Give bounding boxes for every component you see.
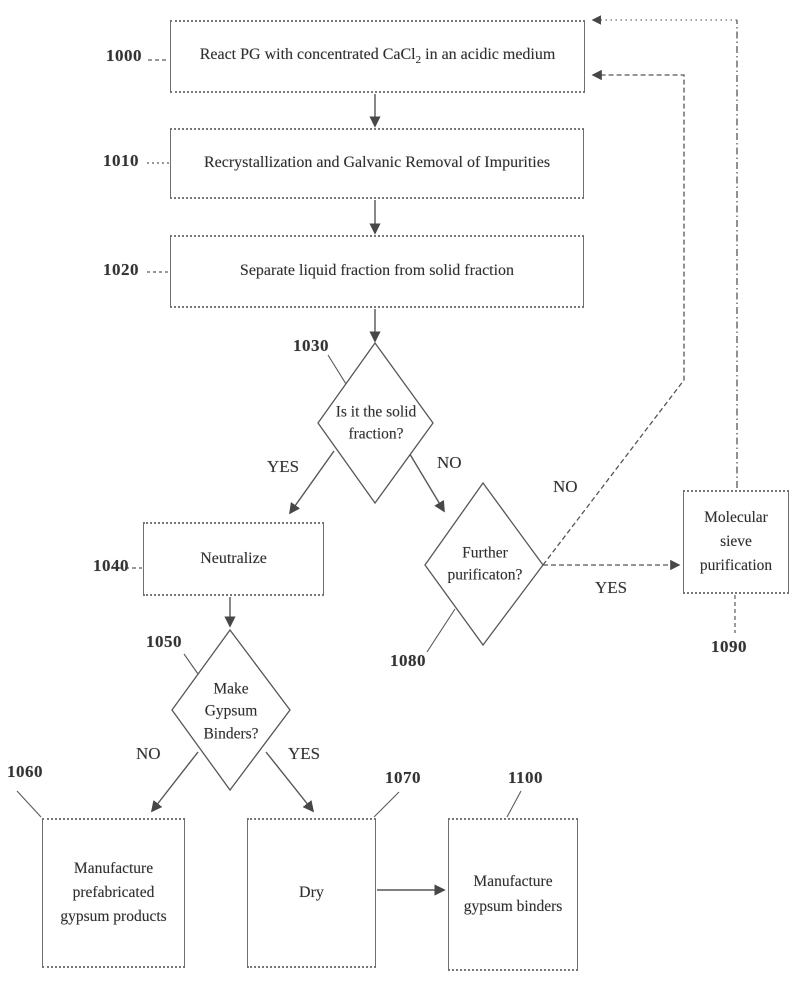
step-1100-box: Manufacture gypsum binders xyxy=(448,818,578,971)
leader-1060 xyxy=(16,790,42,818)
decision-1080-diamond xyxy=(424,481,544,647)
ref-1050-label: 1050 xyxy=(146,632,182,651)
step-1070-box: Dry xyxy=(247,818,376,968)
ref-1000-label: 1000 xyxy=(106,46,142,65)
step-1060-label: Manufacture prefabricated gypsum product… xyxy=(60,859,167,925)
ref-1090-label: 1090 xyxy=(711,637,747,656)
decision-1050-label: Make Gypsum Binders? xyxy=(203,680,259,743)
arrow-1080-no-to-1000 xyxy=(542,69,685,566)
step-1100-label: Manufacture gypsum binders xyxy=(463,873,563,915)
arrow-1030-yes-to-1040 xyxy=(289,450,335,515)
step-1020-label: Separate liquid fraction from solid frac… xyxy=(239,262,515,280)
ref-1100-label: 1100 xyxy=(508,768,544,787)
leader-1100 xyxy=(506,790,522,818)
arrow-1050-no-to-1060 xyxy=(150,751,199,813)
edge-label-no-1080: NO xyxy=(553,477,578,496)
step-1090-label: Molecular sieve purification xyxy=(699,508,773,574)
step-1090-box: Molecular sieve purification xyxy=(683,490,789,594)
step-1070-label: Dry xyxy=(299,883,324,901)
step-1010-box: Recrystallization and Galvanic Removal o… xyxy=(170,128,584,199)
edge-label-yes-1080: YES xyxy=(595,578,628,597)
leader-1050 xyxy=(183,653,199,675)
leader-1080 xyxy=(426,608,456,653)
step-1040-box: Neutralize xyxy=(143,522,324,596)
decision-1030-diamond xyxy=(317,341,434,505)
decision-1080-label: Further purificaton? xyxy=(447,544,523,584)
leader-1030 xyxy=(327,354,347,385)
ref-1080-label: 1080 xyxy=(390,651,426,670)
arrow-1050-yes-to-1070 xyxy=(265,751,315,813)
ref-1070-label: 1070 xyxy=(385,768,421,787)
edge-label-no-1050: NO xyxy=(136,744,161,763)
step-1040-label: Neutralize xyxy=(200,549,267,567)
edge-label-no-1030: NO xyxy=(437,453,462,472)
ref-1020-label: 1020 xyxy=(103,260,139,279)
step-1010-label: Recrystallization and Galvanic Removal o… xyxy=(203,154,551,172)
ref-1060-label: 1060 xyxy=(7,762,43,781)
step-1000-box: React PG with concentrated CaCl2 in an a… xyxy=(170,20,585,93)
step-1020-box: Separate liquid fraction from solid frac… xyxy=(170,235,584,308)
arrow-1030-no-to-1080 xyxy=(407,450,445,513)
step-1000-label: React PG with concentrated CaCl2 in an a… xyxy=(199,46,556,67)
leader-1070 xyxy=(373,791,400,818)
ref-1040-label: 1040 xyxy=(93,556,129,575)
edge-label-yes-1050: YES xyxy=(288,744,321,763)
step-1060-box: Manufacture prefabricated gypsum product… xyxy=(42,818,185,968)
ref-1010-label: 1010 xyxy=(103,151,139,170)
ref-1030-label: 1030 xyxy=(293,336,329,355)
edge-label-yes-1030: YES xyxy=(267,457,300,476)
decision-1030-label: Is it the solid fraction? xyxy=(335,403,417,443)
decision-1050-diamond xyxy=(171,628,291,792)
